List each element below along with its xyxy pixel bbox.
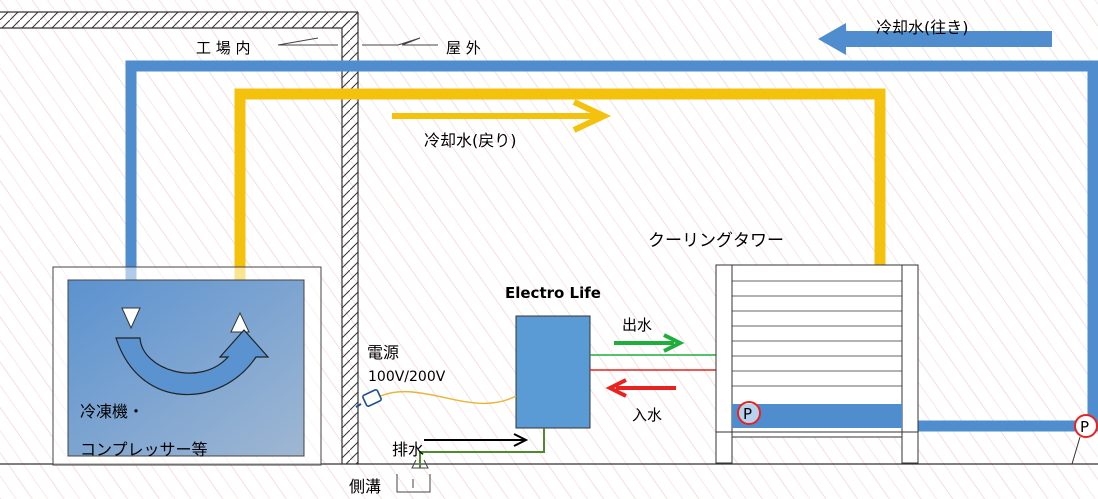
power-cable (375, 390, 517, 405)
electro-life-device (515, 315, 591, 429)
device-label: Electro Life (505, 284, 601, 302)
pump-left-label: P (743, 405, 752, 423)
indoor-pointer (277, 37, 338, 46)
outlet-arrow-head (663, 333, 685, 353)
power-title: 電源 (367, 343, 399, 362)
cooling-return-pipe (234, 88, 886, 306)
cooling-supply-pipe (125, 60, 1098, 432)
indoor-label: 工 場 内 (196, 39, 251, 57)
pump-right-icon (1074, 414, 1098, 438)
inlet-arrow-head (605, 378, 627, 398)
power-voltage: 100V/200V (368, 369, 446, 385)
outdoor-label: 屋 外 (446, 39, 481, 57)
cooling-supply-arrow (818, 23, 1052, 55)
drain-pipe (419, 428, 545, 468)
cooling-tower-label: クーリングタワー (648, 231, 784, 251)
power-plug-icon (355, 389, 382, 408)
gutter-label: 側溝 (349, 477, 381, 496)
drain-nozzle (411, 459, 429, 469)
cooling-supply-label: 冷却水(往き) (876, 18, 969, 37)
gutter-shape (396, 474, 431, 493)
machine-tank (67, 279, 305, 457)
cooling-return-arrow (572, 99, 612, 133)
cooling-return-label: 冷却水(戻り) (424, 131, 517, 150)
factory-wall (0, 11, 359, 464)
outlet-label: 出水 (622, 316, 652, 334)
machine-label-line1: 冷凍機・ (80, 402, 144, 421)
machine-label-line2: コンプレッサー等 (80, 440, 208, 459)
return-outlet-marker (230, 311, 250, 333)
inlet-label: 入水 (632, 406, 662, 424)
drain-arrow-head (513, 433, 529, 447)
pump-left-icon (737, 401, 761, 425)
pump-right-label: P (1080, 418, 1089, 436)
pump-right-leg (1071, 436, 1081, 465)
supply-inlet-marker (121, 307, 141, 330)
flow-curve-arrow (115, 329, 270, 396)
outdoor-pointer (362, 37, 438, 46)
cooling-tower (715, 264, 919, 464)
drain-label: 排水 (392, 440, 424, 459)
